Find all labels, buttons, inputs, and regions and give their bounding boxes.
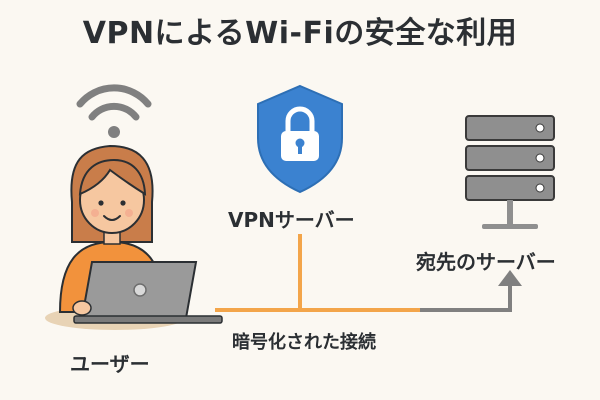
- diagram-title: VPNによるWi-Fiの安全な利用: [82, 16, 518, 51]
- connection-lines: [215, 234, 522, 312]
- laptop-icon: [72, 261, 223, 324]
- user-label: ユーザー: [70, 352, 150, 376]
- wifi-icon: [76, 84, 152, 138]
- encrypted-connection-label: 暗号化された接続: [232, 332, 376, 353]
- destination-arrow-line: [420, 284, 512, 312]
- destination-server-label: 宛先のサーバー: [416, 250, 556, 274]
- shield-lock-icon: [257, 84, 343, 194]
- vpn-server-label: VPNサーバー: [228, 208, 355, 232]
- arrowhead-icon: [498, 270, 522, 286]
- server-rack-icon: [465, 115, 555, 229]
